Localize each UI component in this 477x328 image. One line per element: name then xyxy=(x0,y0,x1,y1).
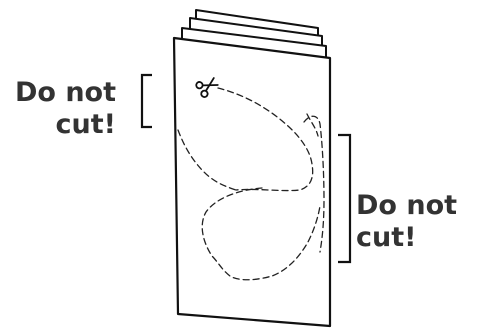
left-label-line-1: Do not xyxy=(6,77,116,109)
front-page xyxy=(174,38,330,326)
right-label-line-2: cut! xyxy=(356,222,468,254)
left-label-line-2: cut! xyxy=(6,109,116,141)
right-label-line-1: Do not xyxy=(356,190,468,222)
left-bracket xyxy=(142,75,152,127)
right-do-not-cut-label: Do not cut! xyxy=(356,190,468,254)
left-do-not-cut-label: Do not cut! xyxy=(6,77,116,141)
right-bracket xyxy=(338,135,350,262)
